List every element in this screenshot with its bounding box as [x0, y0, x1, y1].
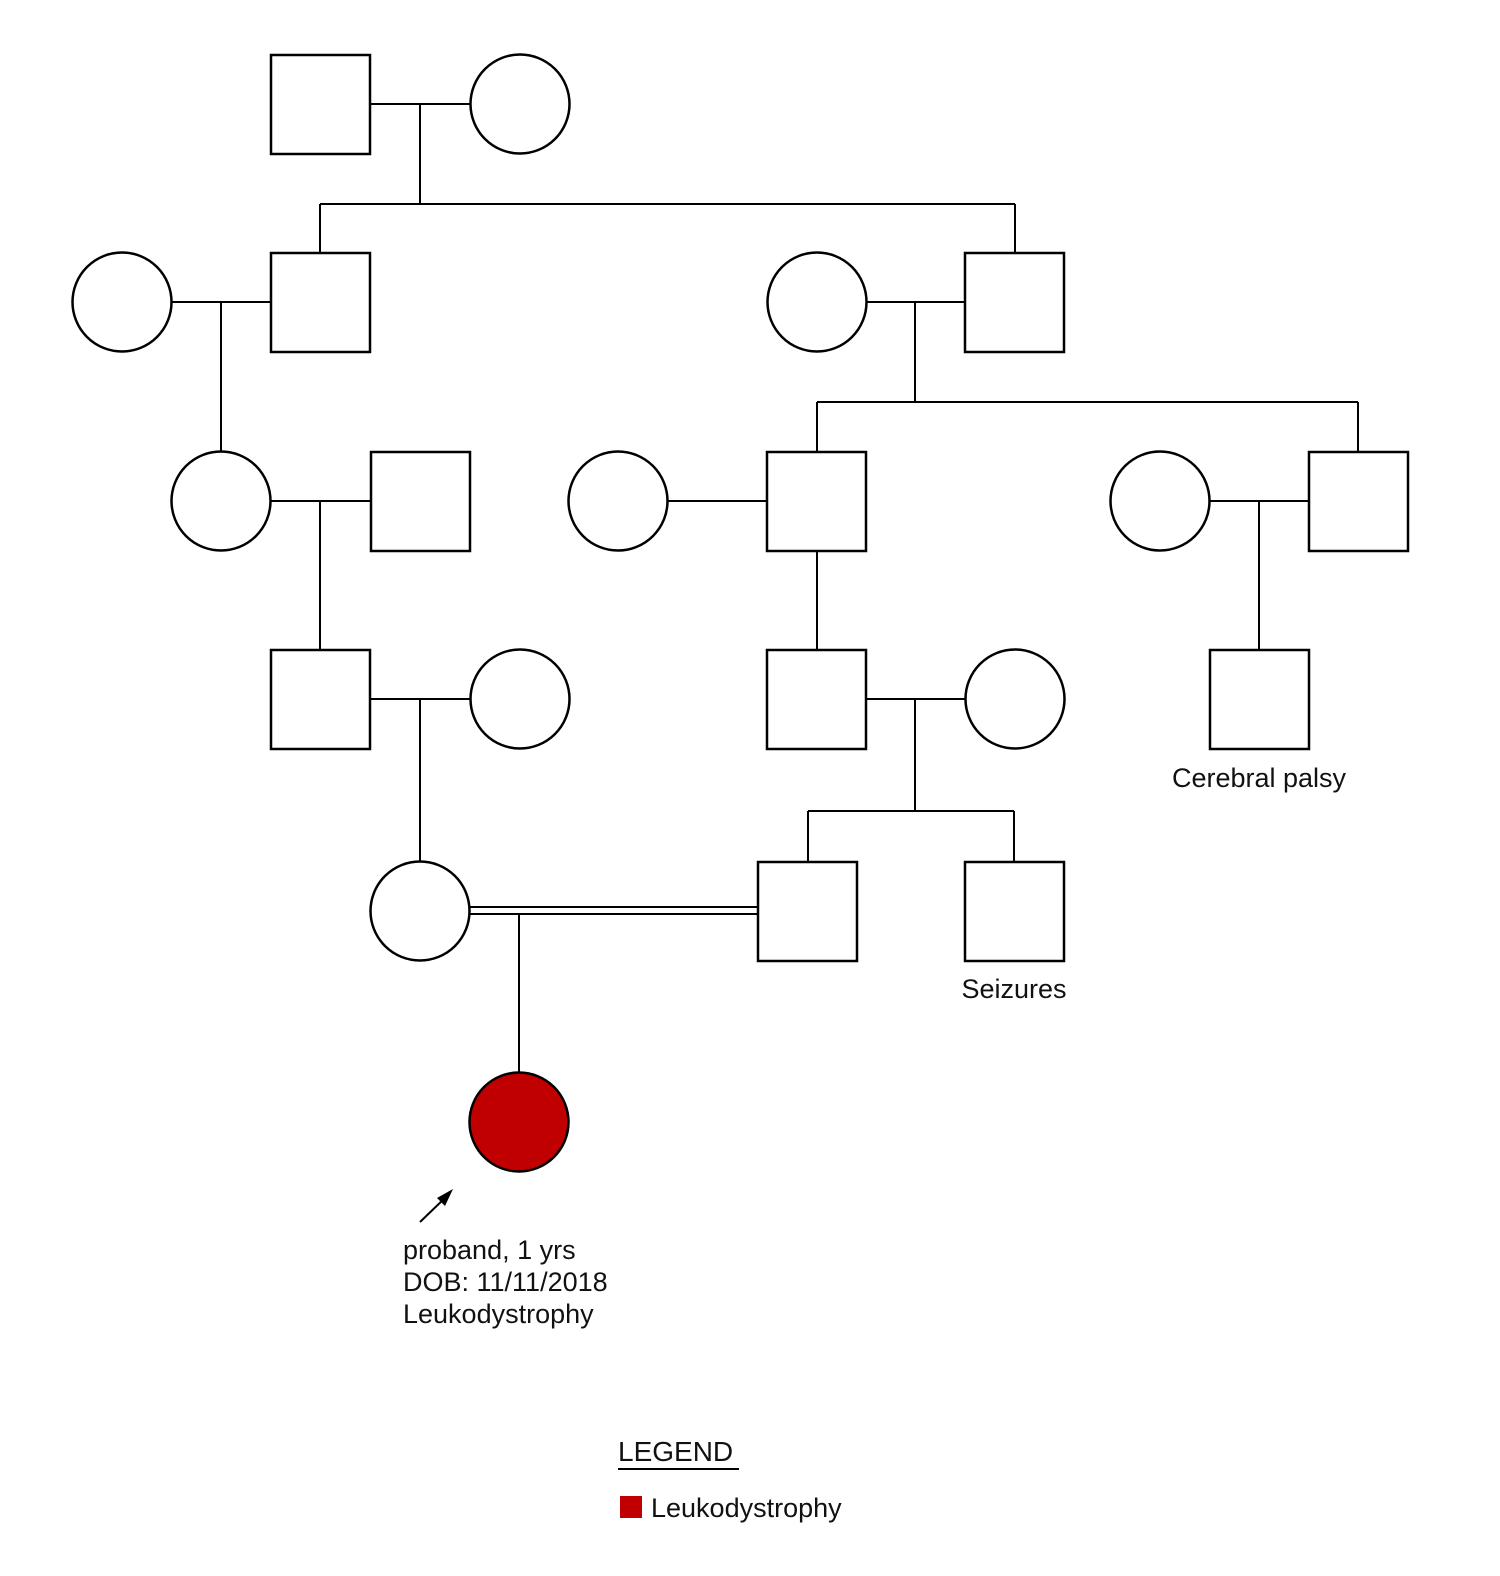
- male-symbol: [1208, 648, 1311, 751]
- legend-title: LEGEND: [618, 1436, 733, 1467]
- male-symbol: [1307, 450, 1410, 553]
- proband-arrow-icon: [419, 1189, 453, 1223]
- seizures-label: Seizures: [961, 974, 1066, 1004]
- female-symbol: [71, 251, 173, 353]
- female-symbol: [369, 860, 471, 962]
- male-symbol: [756, 860, 859, 963]
- female-symbol: [469, 53, 571, 155]
- female-symbol: [567, 450, 669, 552]
- female-symbol: [170, 450, 272, 552]
- individuals: [71, 53, 1410, 1173]
- legend-item-label: Leukodystrophy: [651, 1493, 842, 1523]
- relationship-lines: [172, 103, 1359, 1073]
- proband-dob-label: DOB: 11/11/2018: [403, 1267, 608, 1297]
- female-symbol: [766, 251, 868, 353]
- male-symbol: [963, 251, 1066, 354]
- male-symbol: [765, 450, 868, 553]
- cerebral-palsy-label: Cerebral palsy: [1172, 763, 1347, 793]
- proband-affected-female-symbol: [468, 1071, 570, 1173]
- male-symbol: [269, 251, 372, 354]
- male-symbol: [269, 648, 372, 751]
- female-symbol: [964, 648, 1066, 750]
- male-symbol: [269, 53, 372, 156]
- male-symbol: [963, 860, 1066, 963]
- male-symbol: [369, 450, 472, 553]
- proband-diagnosis-label: Leukodystrophy: [403, 1299, 594, 1329]
- proband-age-label: proband, 1 yrs: [403, 1235, 576, 1265]
- female-symbol: [469, 648, 571, 750]
- male-symbol: [765, 648, 868, 751]
- female-symbol: [1109, 450, 1211, 552]
- legend: LEGEND Leukodystrophy: [618, 1436, 842, 1523]
- legend-swatch-affected: [620, 1496, 642, 1518]
